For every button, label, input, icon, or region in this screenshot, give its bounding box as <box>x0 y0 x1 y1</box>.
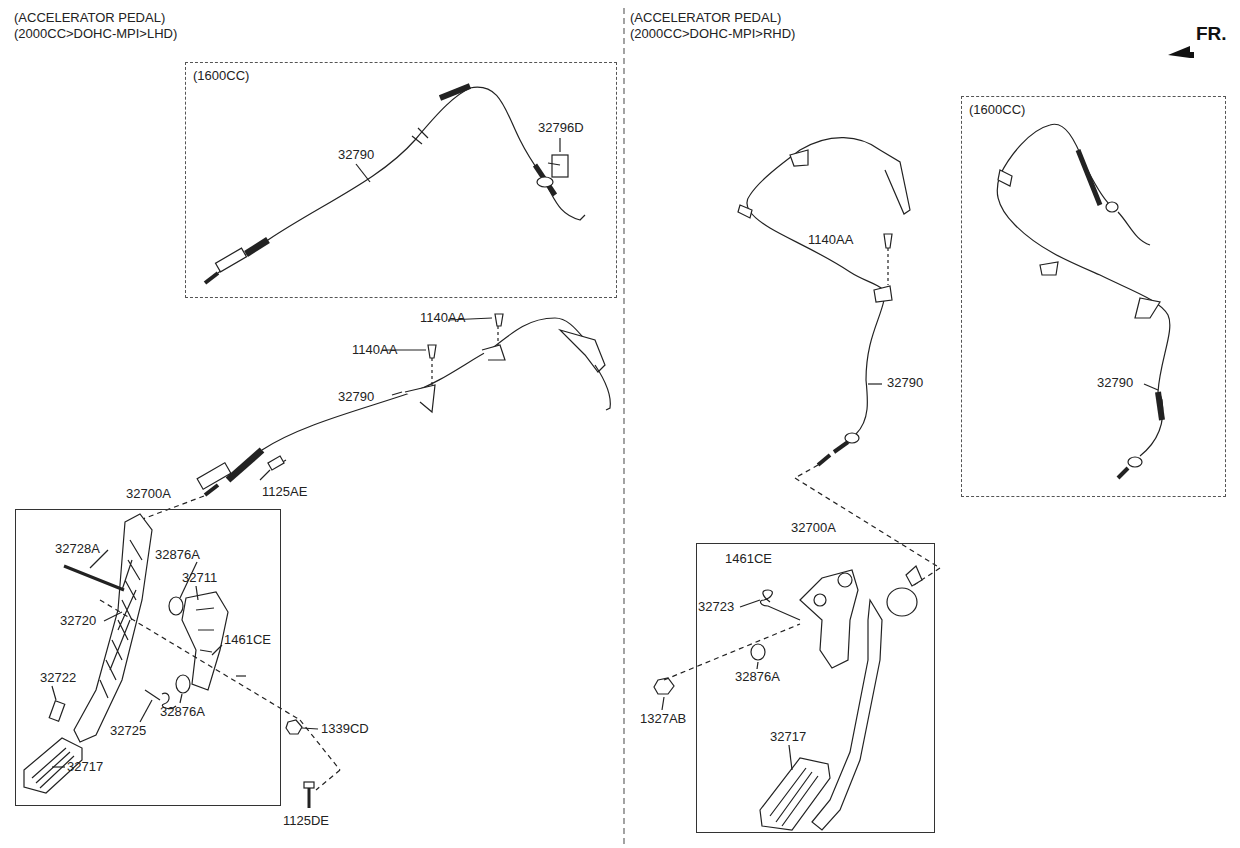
callout-number: 32711 <box>182 570 217 586</box>
callout-number: 1327AB <box>640 711 686 727</box>
callout-number: 32790 <box>1097 375 1133 391</box>
assembly-number: 32700A <box>126 486 171 502</box>
callout-number: 1140AA <box>420 310 465 326</box>
callout-number: 1461CE <box>725 551 772 567</box>
callout-number: 32728A <box>55 541 100 557</box>
callout-number: 32717 <box>67 759 103 775</box>
diagram-heading: (ACCELERATOR PEDAL) <box>630 10 781 26</box>
assembly-number: 32700A <box>791 520 836 536</box>
callout-number: 32723 <box>698 599 734 615</box>
callout-number: 32717 <box>770 729 806 745</box>
variant-box: (1600CC) <box>185 62 617 298</box>
callout-number: 32876A <box>160 704 205 720</box>
callout-number: 1125AE <box>262 484 307 500</box>
callout-number: 1140AA <box>352 342 397 358</box>
callout-number: 32876A <box>735 669 780 685</box>
callout-number: 1140AA <box>808 232 853 248</box>
callout-number: 1125DE <box>283 813 329 829</box>
callout-number: 1461CE <box>224 632 271 648</box>
variant-label: (1600CC) <box>193 68 249 84</box>
callout-number: 32720 <box>60 613 96 629</box>
callout-number: 32876A <box>155 547 200 563</box>
diagram-heading: (ACCELERATOR PEDAL) <box>14 10 165 26</box>
callout-number: 32722 <box>40 670 76 686</box>
assembly-box: 32700A <box>15 509 281 806</box>
callout-number: 32790 <box>338 147 374 163</box>
callout-number: 32790 <box>338 389 374 405</box>
diagram-heading: (2000CC>DOHC-MPI>LHD) <box>14 26 177 42</box>
assembly-box: 32700A <box>696 543 935 833</box>
variant-label: (1600CC) <box>969 102 1025 118</box>
callout-number: 1339CD <box>321 721 369 737</box>
callout-number: 32796D <box>538 120 584 136</box>
callout-number: 32725 <box>110 723 146 739</box>
variant-box: (1600CC) <box>961 96 1226 497</box>
direction-mark: FR. <box>1196 26 1227 42</box>
diagram-heading: (2000CC>DOHC-MPI>RHD) <box>630 26 795 42</box>
callout-number: 32790 <box>887 375 923 391</box>
